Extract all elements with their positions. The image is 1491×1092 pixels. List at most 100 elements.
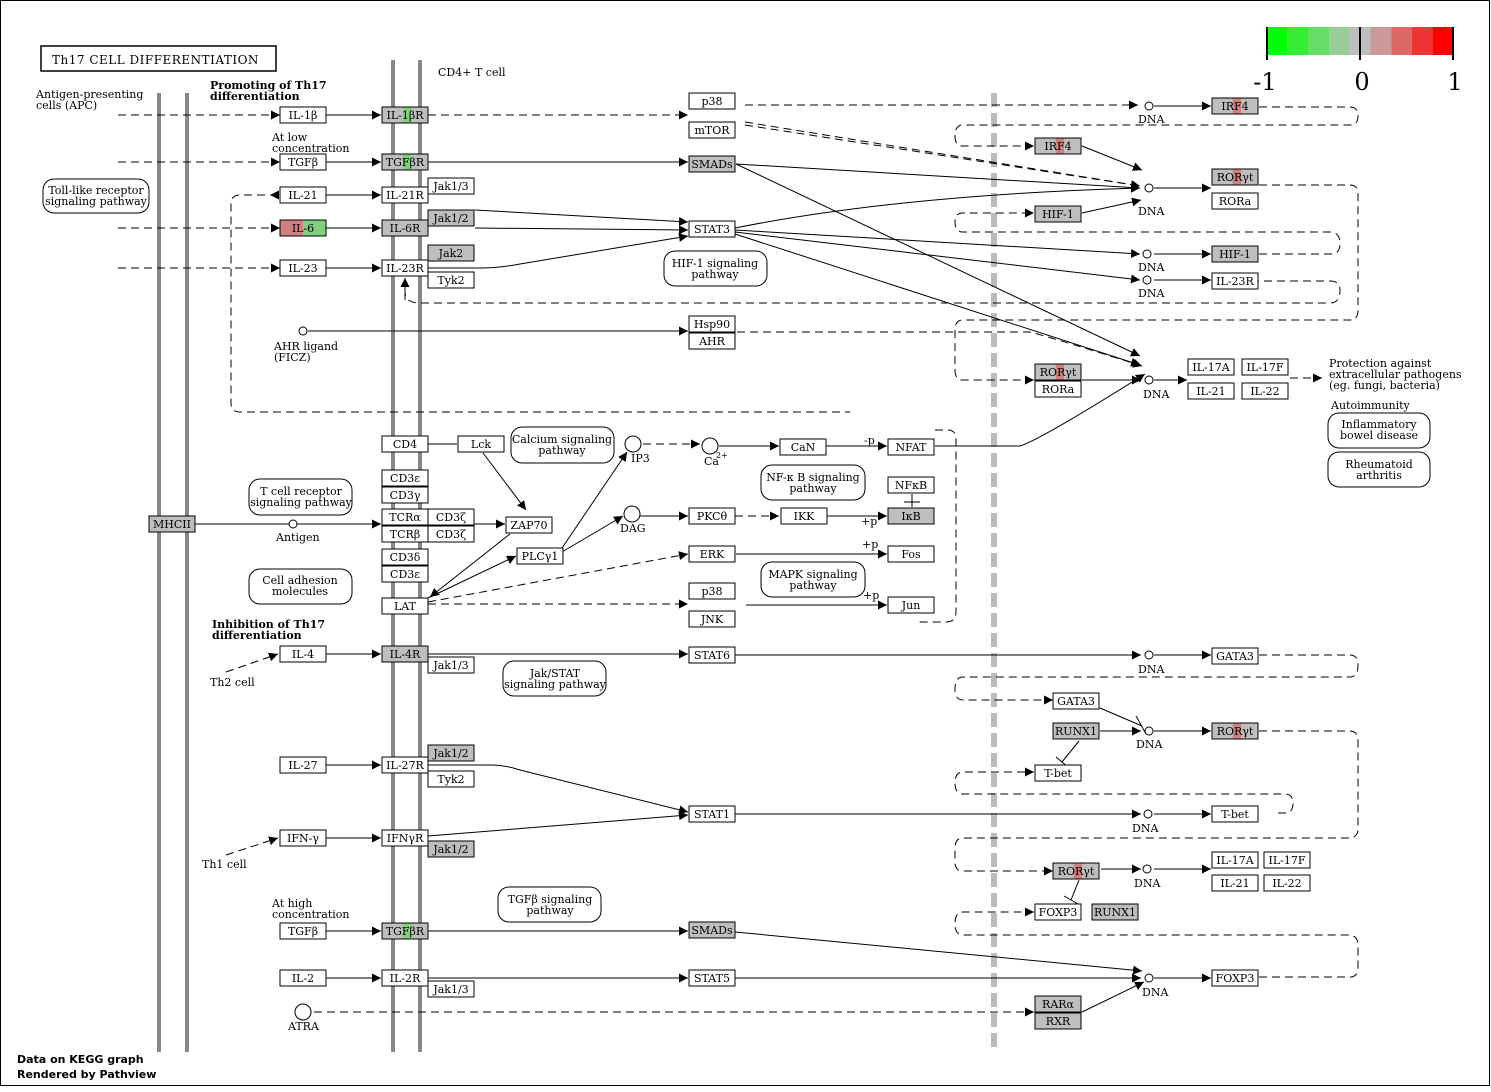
gene-node-smads1[interactable]: SMADs — [688, 155, 736, 173]
gene-node-jnk[interactable]: JNK — [688, 610, 736, 628]
gene-node-jak13c[interactable]: Jak1/3 — [427, 980, 475, 998]
gene-node-stat3[interactable]: STAT3 — [688, 220, 736, 238]
gene-node-rorgt4[interactable]: RORγt — [1052, 862, 1100, 880]
gene-node-tgfb1[interactable]: TGFβ — [279, 153, 327, 171]
gene-node-nfat[interactable]: NFAT — [887, 438, 935, 456]
gene-node-pkct[interactable]: PKCθ — [688, 507, 736, 525]
gene-node-il4r[interactable]: IL-4R — [381, 645, 429, 663]
gene-node-ifng[interactable]: IFN-γ — [279, 829, 327, 847]
gene-node-ahr[interactable]: AHR — [688, 332, 736, 350]
gene-node-il6r[interactable]: IL-6R — [381, 219, 429, 237]
tlr-pathway-link[interactable] — [42, 178, 150, 214]
gene-node-il23[interactable]: IL-23 — [279, 259, 327, 277]
gene-node-hif1a[interactable]: HIF-1 — [1034, 205, 1082, 223]
gene-node-il1br[interactable]: IL-1βR — [381, 106, 429, 124]
gene-node-ikk[interactable]: IKK — [780, 507, 828, 525]
gene-node-cd3z2[interactable]: CD3ζ — [427, 525, 475, 543]
gene-node-tyk2b[interactable]: Tyk2 — [427, 770, 475, 788]
gene-node-cd3e2[interactable]: CD3ε — [381, 565, 429, 583]
hif-pathway-link[interactable] — [663, 250, 768, 287]
gene-node-il27r[interactable]: IL-27R — [381, 756, 429, 774]
gene-node-stat5[interactable]: STAT5 — [688, 969, 736, 987]
ibd-link[interactable] — [1327, 412, 1431, 449]
gene-node-nfkb[interactable]: NFκB — [887, 476, 935, 494]
gene-node-rorgt1[interactable]: RORγt — [1211, 168, 1259, 186]
gene-node-cd3d[interactable]: CD3δ — [381, 548, 429, 566]
gene-node-il1b[interactable]: IL-1β — [279, 106, 327, 124]
gene-node-hif1b[interactable]: HIF-1 — [1211, 245, 1259, 263]
gene-node-il22a[interactable]: IL-22 — [1241, 382, 1289, 400]
gene-node-can[interactable]: CaN — [779, 438, 827, 456]
gene-node-gata3b[interactable]: GATA3 — [1052, 692, 1100, 710]
gene-node-stat6[interactable]: STAT6 — [688, 646, 736, 664]
gene-node-mtor[interactable]: mTOR — [688, 121, 736, 139]
gene-node-jak12c[interactable]: Jak1/2 — [427, 840, 475, 858]
gene-node-p38a[interactable]: p38 — [688, 92, 736, 110]
gene-node-il17a1[interactable]: IL-17A — [1187, 358, 1235, 376]
gene-node-hsp90[interactable]: Hsp90 — [688, 315, 736, 333]
gene-node-il2[interactable]: IL-2 — [279, 969, 327, 987]
gene-node-ifngr[interactable]: IFNγR — [381, 829, 429, 847]
ra-link[interactable] — [1327, 451, 1431, 488]
gene-node-jak12b[interactable]: Jak1/2 — [427, 744, 475, 762]
gene-node-jak13b[interactable]: Jak1/3 — [427, 656, 475, 674]
gene-node-tbet2[interactable]: T-bet — [1211, 805, 1259, 823]
gene-node-foxp3b[interactable]: FOXP3 — [1211, 969, 1259, 987]
gene-node-rorgt2[interactable]: RORγt — [1034, 363, 1082, 381]
gene-node-irf4b[interactable]: IRF4 — [1034, 137, 1082, 155]
gene-node-il17f2[interactable]: IL-17F — [1263, 851, 1311, 869]
gene-node-rorgt3[interactable]: RORγt — [1211, 722, 1259, 740]
gene-node-p38b[interactable]: p38 — [688, 582, 736, 600]
mapk-pathway-link[interactable] — [760, 561, 866, 598]
gene-node-il21b[interactable]: IL-21 — [1187, 382, 1235, 400]
nfkb-pathway-link[interactable] — [760, 464, 866, 501]
gene-node-tgfbr2[interactable]: TGFβR — [381, 922, 429, 940]
gene-node-zap70[interactable]: ZAP70 — [505, 516, 553, 534]
gene-node-irf4a[interactable]: IRF4 — [1211, 97, 1259, 115]
gene-node-cd3e1[interactable]: CD3ε — [381, 469, 429, 487]
gene-node-gata3a[interactable]: GATA3 — [1211, 647, 1259, 665]
cell-adhesion-link[interactable] — [248, 568, 353, 605]
gene-node-tcra[interactable]: TCRα — [381, 508, 429, 526]
gene-node-lat[interactable]: LAT — [381, 597, 429, 615]
gene-node-il17f1[interactable]: IL-17F — [1241, 358, 1289, 376]
gene-node-jak2[interactable]: Jak2 — [427, 244, 475, 262]
gene-node-il6[interactable]: IL-6 — [279, 219, 327, 237]
gene-node-rara[interactable]: RARα — [1034, 995, 1082, 1013]
gene-node-il2r[interactable]: IL-2R — [381, 969, 429, 987]
gene-node-runx1a[interactable]: RUNX1 — [1052, 722, 1100, 740]
gene-node-jak12a[interactable]: Jak1/2 — [427, 209, 475, 227]
gene-node-lck[interactable]: Lck — [457, 435, 505, 453]
gene-node-tgfb2[interactable]: TGFβ — [279, 922, 327, 940]
gene-node-il21c[interactable]: IL-21 — [1211, 874, 1259, 892]
gene-node-il17a2[interactable]: IL-17A — [1211, 851, 1259, 869]
gene-node-il27[interactable]: IL-27 — [279, 756, 327, 774]
gene-node-il22b[interactable]: IL-22 — [1263, 874, 1311, 892]
gene-node-stat1[interactable]: STAT1 — [688, 805, 736, 823]
gene-node-il21[interactable]: IL-21 — [279, 186, 327, 204]
gene-node-il21r[interactable]: IL-21R — [381, 186, 429, 204]
calcium-pathway-link[interactable] — [510, 426, 615, 464]
gene-node-erk[interactable]: ERK — [688, 545, 736, 563]
tcr-pathway-link[interactable] — [248, 478, 353, 516]
gene-node-il23r[interactable]: IL-23R — [381, 259, 429, 277]
gene-node-cd4[interactable]: CD4 — [381, 435, 429, 453]
gene-node-jun[interactable]: Jun — [887, 596, 935, 614]
tgf-pathway-link[interactable] — [497, 886, 602, 923]
gene-node-ikb[interactable]: IκB — [887, 507, 935, 525]
gene-node-foxp3a[interactable]: FOXP3 — [1034, 903, 1082, 921]
gene-node-tbet1[interactable]: T-bet — [1034, 764, 1082, 782]
gene-node-runx1b[interactable]: RUNX1 — [1091, 903, 1139, 921]
gene-node-plcg1[interactable]: PLCγ1 — [516, 547, 564, 565]
gene-node-tyk2a[interactable]: Tyk2 — [427, 271, 475, 289]
gene-node-jak13a[interactable]: Jak1/3 — [427, 177, 475, 195]
gene-node-smads2[interactable]: SMADs — [688, 921, 736, 939]
gene-node-tgfbr1[interactable]: TGFβR — [381, 153, 429, 171]
gene-node-rxr[interactable]: RXR — [1034, 1012, 1082, 1030]
gene-node-cd3z1[interactable]: CD3ζ — [427, 508, 475, 526]
gene-node-tcrb[interactable]: TCRβ — [381, 525, 429, 543]
jakstat-pathway-link[interactable] — [502, 660, 607, 697]
gene-node-il4[interactable]: IL-4 — [279, 645, 327, 663]
gene-node-rora1[interactable]: RORa — [1211, 192, 1259, 210]
gene-node-il23r2[interactable]: IL-23R — [1211, 272, 1259, 290]
